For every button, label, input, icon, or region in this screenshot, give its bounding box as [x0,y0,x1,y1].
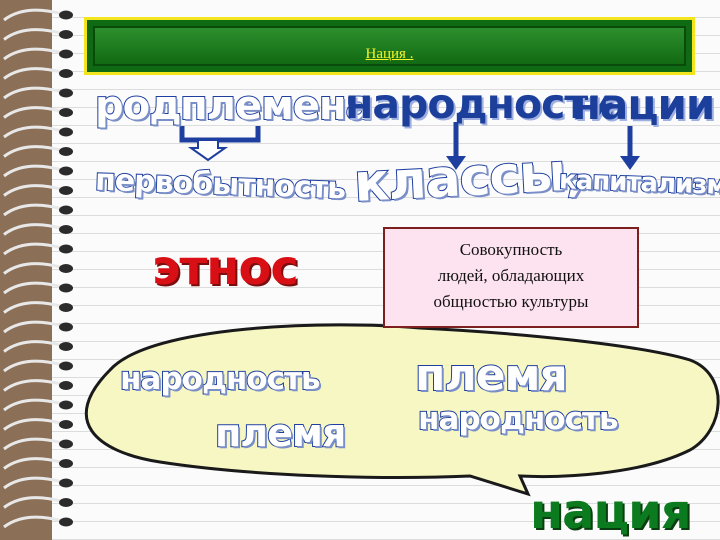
slide-title: Нация . [365,46,414,62]
binder-ring [3,47,63,61]
binder-ring [3,223,63,236]
binder-hole [59,303,73,312]
binder-hole [59,381,73,390]
word-klassy: классы, [352,141,587,215]
binder-hole [59,108,73,117]
binder-hole [59,147,73,156]
word-natsii: нации [572,80,715,129]
bubble-word-plemya-right: племя [414,350,569,401]
binder-hole [59,244,73,254]
binder-hole [59,342,73,351]
binder-hole [59,49,73,59]
bracket-arrow-icon [179,126,261,143]
binder-hole [59,498,73,507]
binder-ring [3,398,63,412]
binder-hole [59,400,73,410]
word-narodnosti: народности [345,80,616,128]
down-arrow-head-icon [446,156,466,170]
binder-ring [3,418,63,431]
binder-hole [59,225,73,234]
binder-hole [59,88,73,98]
binder-ring [3,28,63,41]
title-bar: Нация . [84,17,695,75]
binder-hole [59,186,73,195]
binder-hole [59,30,73,39]
binder-hole [59,420,73,429]
down-arrow-head-icon [620,156,640,170]
binder-hole [59,322,73,332]
binder-hole [59,459,73,468]
binder-hole [59,264,73,273]
bubble-word-plemya-bottom: племя [214,411,347,455]
definition-line-2: людей, обладающих [437,266,585,285]
binder-ring [3,125,63,139]
binder-ring [3,476,63,490]
binder-ring [3,145,63,158]
binder-ring [3,184,63,197]
binder-ring [3,106,63,119]
binder-hole [59,517,73,527]
word-etnos: этнос [152,240,299,296]
binder-ring [3,262,63,275]
binder-ring [3,320,63,334]
binder-hole [59,283,73,293]
binder-ring [3,242,63,256]
binder-hole [59,127,73,137]
binder-ring [3,379,63,392]
binder-hole [59,69,73,78]
binder-hole [59,361,73,371]
binder-hole [59,439,73,449]
binder-ring [3,437,63,451]
binder-ring [3,515,63,529]
binder-hole [59,205,73,215]
bubble-word-narodnost-right: народность [417,401,620,437]
spiral-binding-icon [3,8,73,529]
binder-ring [3,164,63,178]
binder-ring [3,359,63,373]
binder-ring [3,281,63,295]
binder-hole [59,10,73,20]
binder-ring [3,301,63,314]
word-pervobytnost: первобытность [93,162,346,208]
word-plemena: племена [179,83,374,129]
title-bar-inner: Нация . [93,26,686,66]
binder-ring [3,86,63,100]
binder-ring [3,340,63,353]
word-natsiya: нация [530,484,692,540]
binder-ring [3,496,63,509]
binder-ring [3,457,63,470]
speech-bubble [84,323,720,497]
word-rod: род [94,83,182,129]
binder-hole [59,478,73,488]
bubble-word-narodnost-left: народность [119,361,322,397]
binder-ring [3,203,63,217]
definition-line-1: Совокупность [459,240,563,259]
definition-box: Совокупность людей, обладающих общностью… [383,227,639,328]
word-kapitalizm: капитализм [558,164,720,202]
binder-ring [3,8,63,22]
definition-line-3: общностью культуры [433,292,589,311]
bracket-arrow-head-icon [187,139,229,162]
binder-ring [3,67,63,80]
binder-hole [59,166,73,176]
